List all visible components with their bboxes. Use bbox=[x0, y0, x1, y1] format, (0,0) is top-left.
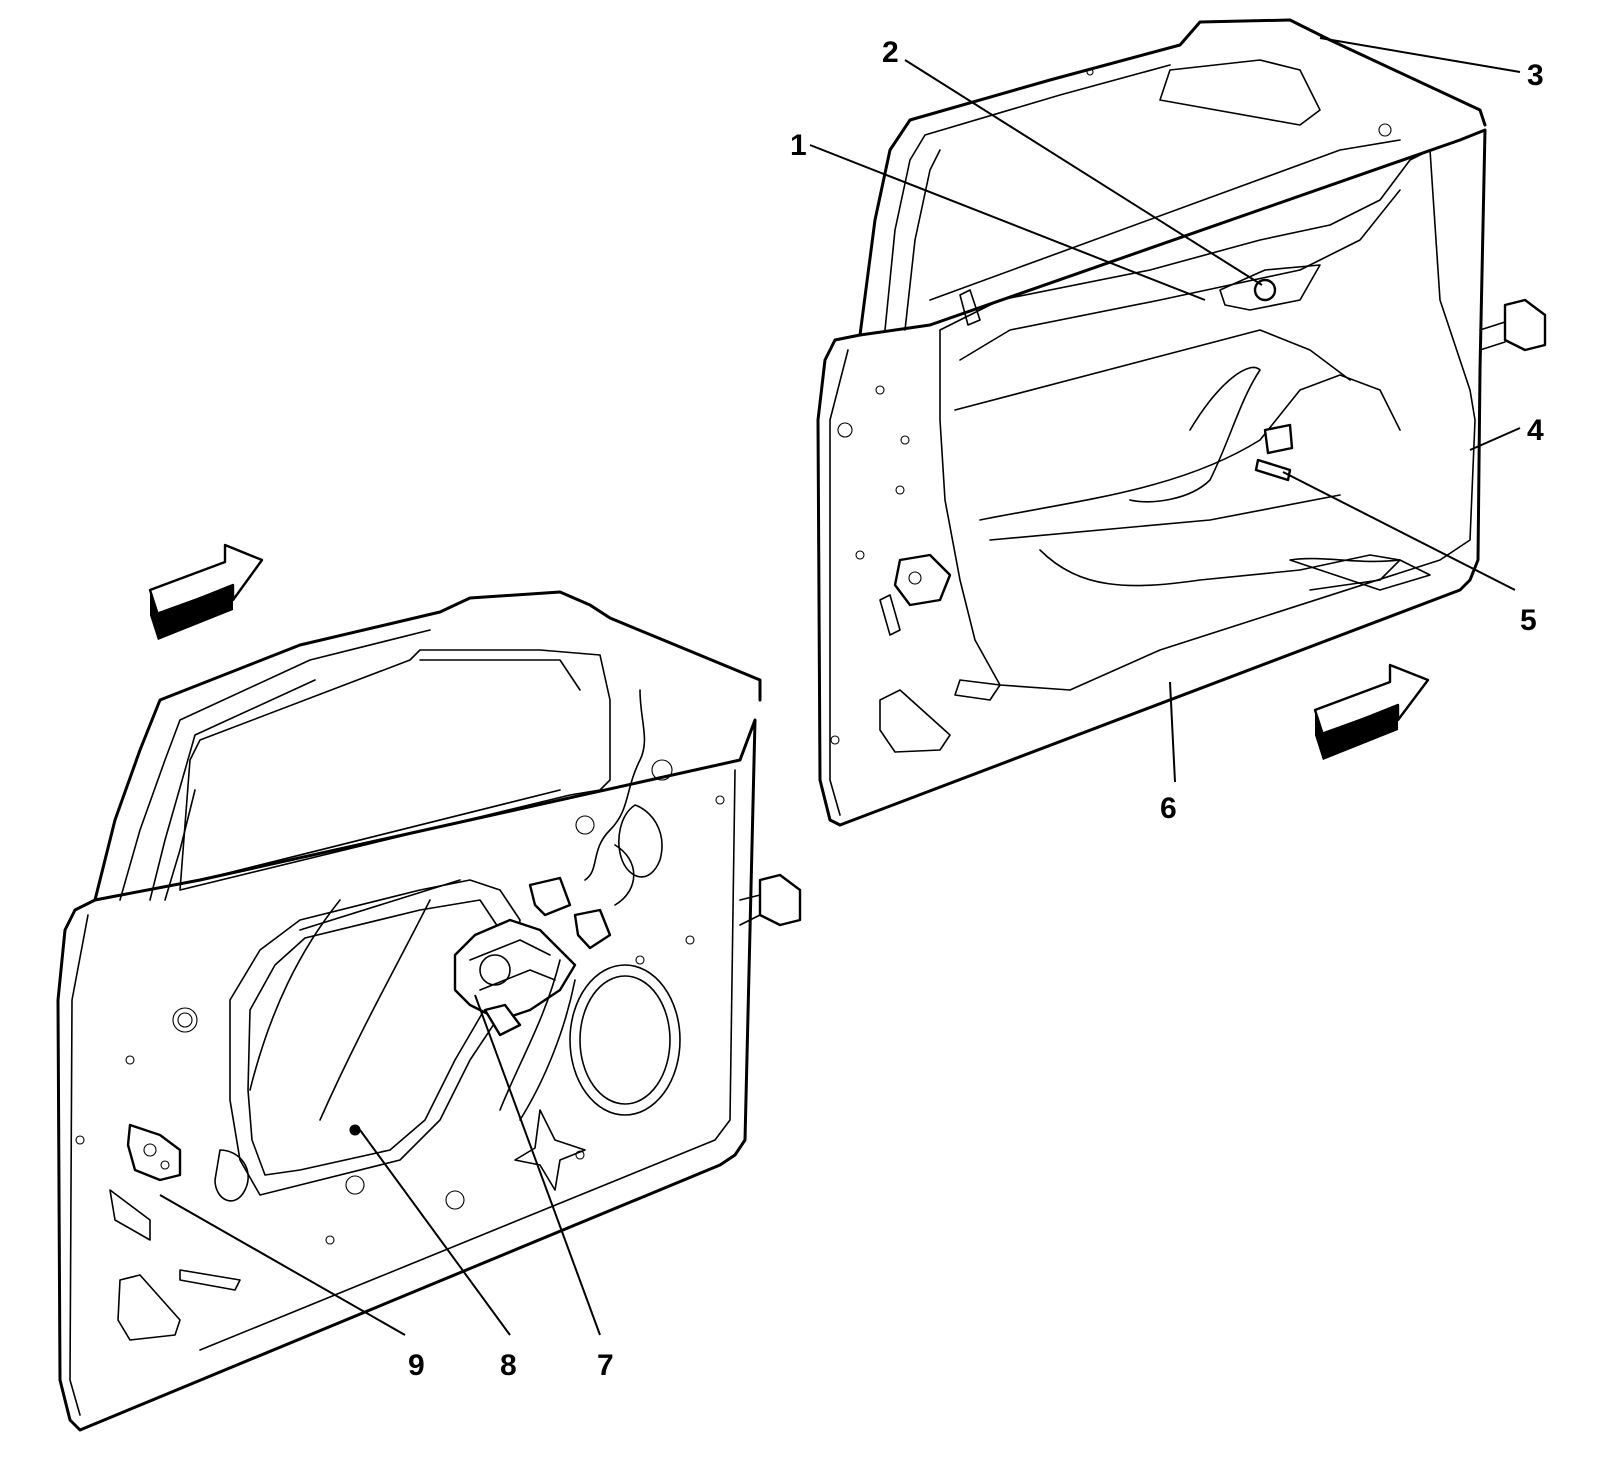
regulator-motor bbox=[453, 918, 577, 1037]
callout-8: 8 bbox=[500, 1349, 517, 1382]
callout-3: 3 bbox=[1527, 59, 1544, 92]
callout-2: 2 bbox=[882, 36, 899, 69]
right-door-with-trim bbox=[816, 18, 1547, 827]
front-arrow-right bbox=[1313, 663, 1430, 760]
callout-7: 7 bbox=[597, 1349, 614, 1382]
callout-9: 9 bbox=[408, 1349, 425, 1382]
callout-4: 4 bbox=[1527, 414, 1544, 447]
callout-1: 1 bbox=[790, 129, 807, 162]
left-door-inner-panel bbox=[56, 590, 802, 1432]
callout-labels: 1 2 3 4 5 6 7 8 9 bbox=[408, 36, 1544, 1382]
front-arrow-left bbox=[148, 543, 264, 640]
callout-5: 5 bbox=[1520, 604, 1537, 637]
callout-6: 6 bbox=[1160, 792, 1177, 825]
callout-leaders bbox=[159, 37, 1521, 1336]
